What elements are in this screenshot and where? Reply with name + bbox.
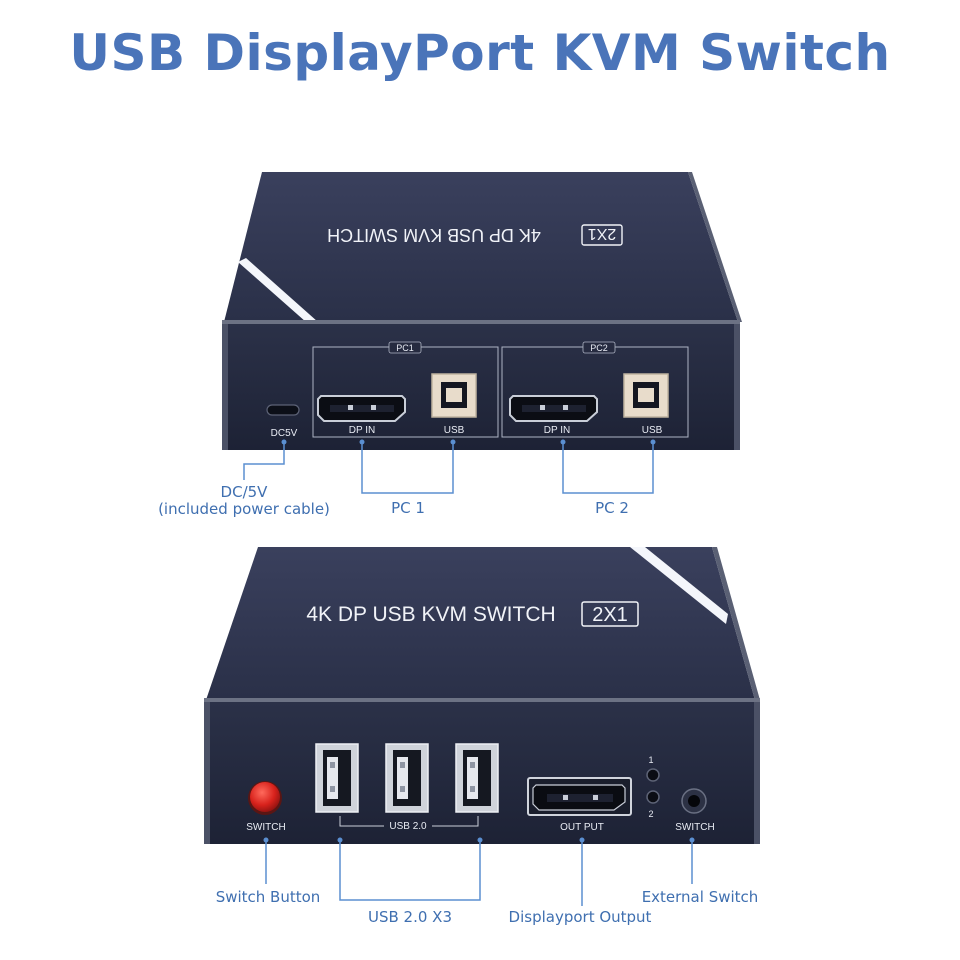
front-unit-edge: [204, 698, 760, 702]
switch-button-label: SWITCH: [246, 822, 285, 833]
dp-output-port: [527, 777, 632, 816]
pc2-label-frame: [582, 341, 616, 354]
external-switch-label: SWITCH: [675, 822, 714, 833]
switch-button-callout: Switch Button: [215, 888, 321, 906]
external-switch-hole: [688, 795, 700, 807]
pc2-group-label: PC2: [590, 343, 608, 353]
back-unit-top-text: 4K DP USB KVM SWITCH: [327, 225, 541, 245]
led-1-label: 1: [648, 755, 653, 765]
back-unit-side: [688, 172, 742, 322]
led-2-label: 2: [648, 809, 653, 819]
back-unit-top-label: 4K DP USB KVM SWITCH 2X1: [327, 224, 623, 246]
pc1-usb-label: USB: [444, 425, 465, 436]
pc2-dp-in-port: [509, 395, 598, 422]
pc2-label-bg: [583, 342, 615, 353]
back-unit-top-badge: 2X1: [588, 225, 617, 242]
power-callout-line2: (included power cable): [158, 500, 330, 518]
pc1-callout-line: [361, 442, 454, 494]
dp-output-callout: Displayport Output: [508, 908, 652, 926]
pc1-callout: PC 1: [391, 499, 425, 517]
back-unit-edge: [222, 320, 740, 324]
back-unit: 4K DP USB KVM SWITCH 2X1 DC5V PC1 DP IN …: [222, 172, 742, 450]
usb-group-label: USB 2.0: [389, 821, 427, 832]
external-switch-callout: External Switch: [641, 888, 759, 906]
front-unit-callout-lines: [263, 837, 695, 906]
usb-a-port-3: [455, 743, 499, 813]
power-callout-line1: DC/5V: [220, 483, 268, 501]
usb-a-port-2: [385, 743, 429, 813]
front-unit-top-badge: 2X1: [592, 604, 628, 626]
back-unit-top: [224, 172, 738, 322]
front-unit-right-trim: [754, 702, 760, 844]
dc-power-port: [266, 404, 300, 416]
pc1-usb-b-port: [431, 373, 477, 418]
back-unit-right-trim: [734, 324, 740, 450]
back-unit-left-trim: [222, 324, 228, 450]
pc1-label-frame: [388, 341, 422, 354]
pc1-group-label: PC1: [396, 343, 414, 353]
led-2: [646, 790, 660, 804]
back-unit-callout-lines: [243, 439, 656, 494]
front-unit-side: [712, 547, 760, 700]
power-callout-line: [243, 442, 285, 480]
power-callout: DC/5V (included power cable): [144, 484, 344, 518]
front-unit-top-text: 4K DP USB KVM SWITCH: [306, 603, 555, 626]
pc1-label-bg: [389, 342, 421, 353]
pc2-usb-b-port: [623, 373, 669, 418]
pc2-callout-line: [562, 442, 654, 494]
front-unit-badge-frame: [581, 601, 639, 627]
page-title: USB DisplayPort KVM Switch: [69, 24, 891, 82]
led-1: [646, 768, 660, 782]
dc-power-label: DC5V: [271, 428, 298, 439]
pc1-dp-in-port: [317, 395, 406, 422]
pc2-callout: PC 2: [595, 499, 629, 517]
pc1-dp-in-label: DP IN: [349, 425, 376, 436]
pc2-dp-in-label: DP IN: [544, 425, 571, 436]
back-unit-badge-frame: [581, 224, 623, 246]
front-unit-highlight: [630, 547, 728, 624]
usb-callout: USB 2.0 X3: [367, 908, 452, 926]
front-unit-top: [206, 547, 755, 700]
front-unit: 4K DP USB KVM SWITCH 2X1 SWITCH: [204, 547, 760, 844]
usb-callout-line: [339, 840, 481, 901]
usb-a-port-1: [315, 743, 359, 813]
front-unit-left-trim: [204, 702, 210, 844]
back-unit-highlight: [238, 258, 318, 322]
switch-button[interactable]: [250, 782, 280, 812]
pc2-usb-label: USB: [642, 425, 663, 436]
dp-output-label: OUT PUT: [560, 822, 604, 833]
usb-group-bracket: [339, 816, 479, 827]
